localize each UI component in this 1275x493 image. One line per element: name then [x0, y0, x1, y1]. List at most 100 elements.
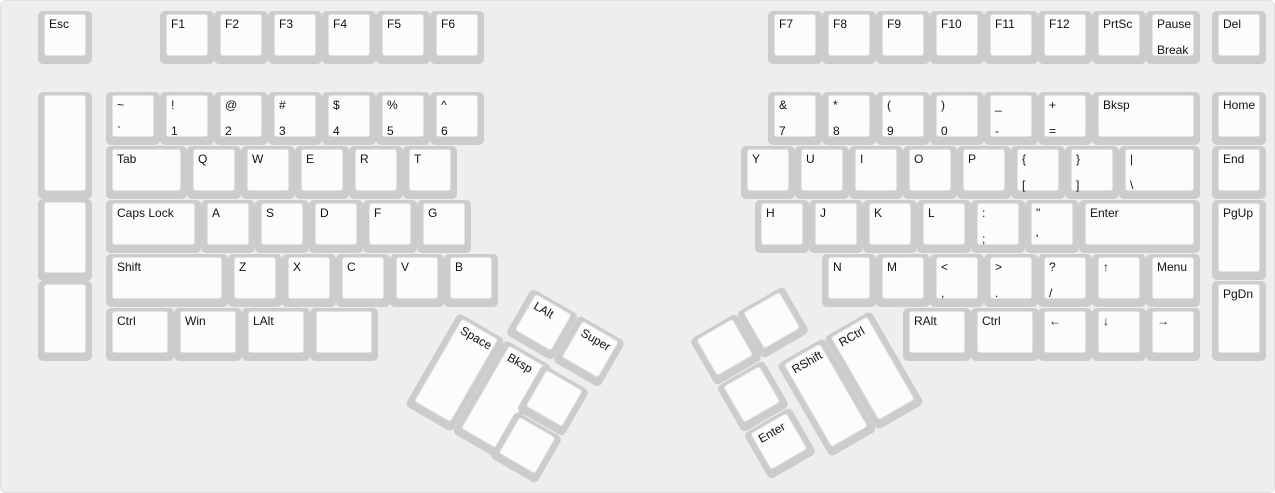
key-h[interactable]: H — [755, 200, 809, 253]
key-menu[interactable]: Menu — [1146, 254, 1200, 307]
key-w[interactable]: W — [241, 146, 295, 199]
key-f12[interactable]: F12 — [1038, 11, 1092, 64]
key-f9[interactable]: F9 — [876, 11, 930, 64]
key-enter[interactable]: Enter — [1079, 200, 1200, 253]
key-lbracket[interactable]: {[ — [1011, 146, 1065, 199]
key-c[interactable]: C — [336, 254, 390, 307]
key-left-macro-1[interactable] — [38, 92, 92, 199]
key-d[interactable]: D — [309, 200, 363, 253]
key-label-top: W — [252, 152, 264, 166]
key-1[interactable]: !1 — [160, 92, 214, 145]
key-semicolon[interactable]: :; — [971, 200, 1025, 253]
key-2[interactable]: @2 — [214, 92, 268, 145]
key-lalt-bottom[interactable]: LAlt — [242, 308, 310, 361]
key-t[interactable]: T — [403, 146, 457, 199]
key-quote[interactable]: "' — [1025, 200, 1079, 253]
key-m[interactable]: M — [876, 254, 930, 307]
key-3[interactable]: #3 — [268, 92, 322, 145]
key-lshift[interactable]: Shift — [106, 254, 228, 307]
key-left-macro-2[interactable] — [38, 199, 92, 281]
key-n[interactable]: N — [822, 254, 876, 307]
keycap: ↑ — [1098, 257, 1140, 299]
key-f6[interactable]: F6 — [430, 11, 484, 64]
key-x[interactable]: X — [282, 254, 336, 307]
key-f[interactable]: F — [363, 200, 417, 253]
key-pgdn[interactable]: PgDn — [1212, 281, 1266, 361]
key-left[interactable]: ← — [1038, 308, 1092, 361]
key-g[interactable]: G — [417, 200, 471, 253]
keycap: Z — [234, 257, 276, 299]
key-slash[interactable]: ?/ — [1038, 254, 1092, 307]
key-e[interactable]: E — [295, 146, 349, 199]
key-f11[interactable]: F11 — [984, 11, 1038, 64]
key-comma[interactable]: <, — [930, 254, 984, 307]
key-f5[interactable]: F5 — [376, 11, 430, 64]
key-f4[interactable]: F4 — [322, 11, 376, 64]
key-6[interactable]: ^6 — [430, 92, 484, 145]
key-v[interactable]: V — [390, 254, 444, 307]
key-q[interactable]: Q — [187, 146, 241, 199]
key-i[interactable]: I — [849, 146, 903, 199]
key-end[interactable]: End — [1212, 146, 1266, 199]
key-label-bottom: [ — [1022, 178, 1026, 192]
key-label-top: ( — [887, 98, 891, 112]
key-f3[interactable]: F3 — [268, 11, 322, 64]
key-period[interactable]: >. — [984, 254, 1038, 307]
key-left-macro-3[interactable] — [38, 281, 92, 361]
key-z[interactable]: Z — [228, 254, 282, 307]
key-j[interactable]: J — [809, 200, 863, 253]
key-backspace[interactable]: Bksp — [1092, 92, 1200, 145]
key-p[interactable]: P — [957, 146, 1011, 199]
key-label-top: RAlt — [914, 314, 937, 328]
key-label-top: Win — [185, 314, 206, 328]
key-f10[interactable]: F10 — [930, 11, 984, 64]
key-win[interactable]: Win — [174, 308, 242, 361]
key-4[interactable]: $4 — [322, 92, 376, 145]
key-y[interactable]: Y — [741, 146, 795, 199]
key-equals[interactable]: += — [1038, 92, 1092, 145]
key-f1[interactable]: F1 — [160, 11, 214, 64]
key-backslash[interactable]: |\ — [1119, 146, 1200, 199]
key-f2[interactable]: F2 — [214, 11, 268, 64]
key-rctrl-bottom[interactable]: Ctrl — [971, 308, 1039, 361]
key-label-bottom: Break — [1157, 43, 1189, 57]
key-del[interactable]: Del — [1212, 11, 1266, 64]
key-home[interactable]: Home — [1212, 92, 1266, 145]
key-minus[interactable]: _- — [984, 92, 1038, 145]
keycap: S — [261, 203, 303, 245]
key-r[interactable]: R — [349, 146, 403, 199]
key-label-bottom: 3 — [279, 124, 286, 138]
key-f8[interactable]: F8 — [822, 11, 876, 64]
key-ralt[interactable]: RAlt — [903, 308, 971, 361]
key-8[interactable]: *8 — [822, 92, 876, 145]
key-blank-bottom[interactable] — [310, 308, 378, 361]
key-tilde[interactable]: ~` — [106, 92, 160, 145]
key-o[interactable]: O — [903, 146, 957, 199]
key-prtsc[interactable]: PrtSc — [1092, 11, 1146, 64]
key-capslock[interactable]: Caps Lock — [106, 200, 201, 253]
key-right[interactable]: → — [1146, 308, 1200, 361]
key-lctrl[interactable]: Ctrl — [106, 308, 174, 361]
key-b[interactable]: B — [444, 254, 498, 307]
key-0[interactable]: )0 — [930, 92, 984, 145]
key-l[interactable]: L — [917, 200, 971, 253]
key-u[interactable]: U — [795, 146, 849, 199]
key-label-top: | — [1130, 152, 1134, 166]
key-f7[interactable]: F7 — [768, 11, 822, 64]
key-rbracket[interactable]: }] — [1065, 146, 1119, 199]
key-down[interactable]: ↓ — [1092, 308, 1146, 361]
key-pgup[interactable]: PgUp — [1212, 200, 1266, 280]
key-a[interactable]: A — [201, 200, 255, 253]
key-esc[interactable]: Esc — [38, 11, 92, 64]
key-up[interactable]: ↑ — [1092, 254, 1146, 307]
key-s[interactable]: S — [255, 200, 309, 253]
keycap: F9 — [882, 14, 924, 56]
key-7[interactable]: &7 — [768, 92, 822, 145]
key-k[interactable]: K — [863, 200, 917, 253]
keycap: F7 — [774, 14, 816, 56]
key-tab[interactable]: Tab — [106, 146, 187, 199]
key-9[interactable]: (9 — [876, 92, 930, 145]
key-5[interactable]: %5 — [376, 92, 430, 145]
key-label-bottom: 6 — [441, 124, 448, 138]
